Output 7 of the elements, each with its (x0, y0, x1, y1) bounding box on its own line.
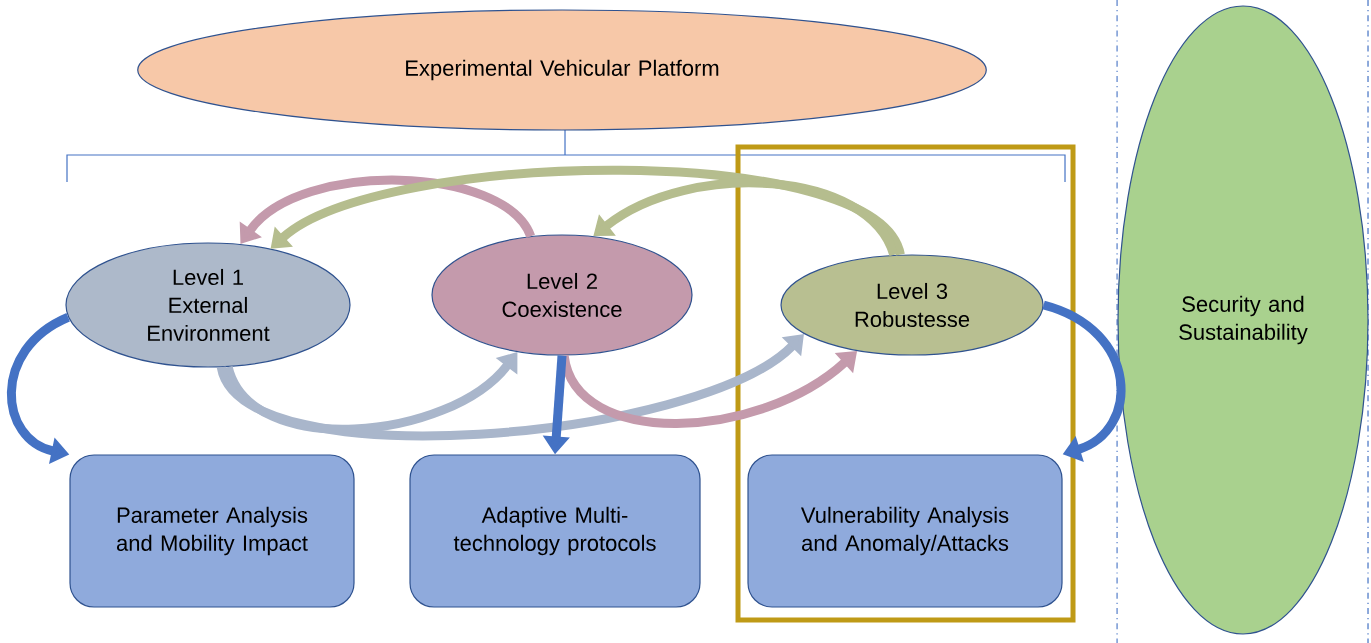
analysis-box: Vulnerability Analysis and Anomaly/Attacks (747, 454, 1063, 608)
arrow (224, 352, 518, 434)
arrow (239, 175, 535, 244)
analysis-box: Parameter Analysis and Mobility Impact (69, 454, 355, 608)
arrow (1042, 300, 1126, 462)
analysis-box: Adaptive Multi-technology protocols (409, 454, 701, 608)
arrow (217, 334, 804, 441)
